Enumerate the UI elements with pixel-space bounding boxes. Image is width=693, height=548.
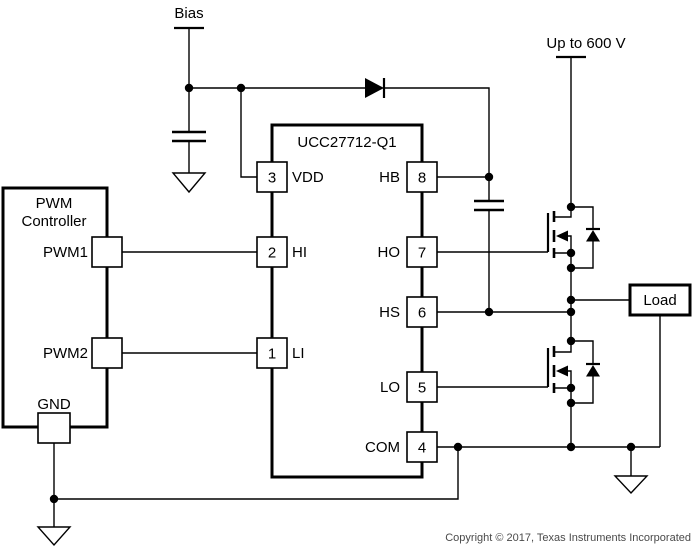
bootstrap-capacitor	[474, 199, 504, 212]
junction-dot	[484, 172, 494, 182]
bias-capacitor	[172, 130, 206, 143]
wires	[53, 28, 661, 527]
pin-number-hb: 8	[418, 170, 426, 187]
pin-box-gnd	[37, 412, 71, 444]
diode-triangle	[365, 78, 384, 98]
pin-number-com: 4	[418, 440, 426, 457]
ls-fet-body-arrow	[556, 365, 568, 377]
ground-triangle	[171, 172, 207, 194]
pwm-title-line2: Controller	[21, 213, 86, 230]
pin-name-ho: HO	[378, 244, 401, 261]
pin-number-ho: 7	[418, 245, 426, 262]
junction-dot	[566, 295, 576, 305]
pin-box-hi	[256, 236, 288, 268]
bias-label: Bias	[174, 5, 203, 22]
wire-ground-return	[54, 447, 459, 500]
hs-fet-body-diode	[571, 206, 600, 269]
junction-dot	[566, 398, 576, 408]
junction-dot	[566, 263, 576, 273]
high-side-mosfet	[546, 206, 600, 269]
pin-box-li	[256, 337, 288, 369]
junction-dot	[236, 83, 246, 93]
pin-boxes	[37, 161, 438, 463]
body-diode-triangle	[586, 365, 600, 377]
junction-dot	[484, 307, 494, 317]
body-diode-top-wire	[571, 206, 594, 230]
pwm-title-line1: PWM	[36, 195, 73, 212]
pwm2-label: PWM2	[43, 345, 88, 362]
left-ground-symbol	[36, 526, 72, 547]
pin-box-ho	[406, 236, 438, 268]
pin-box-com	[406, 431, 438, 463]
pin-number-lo: 5	[418, 380, 426, 397]
wire-vdd-feed	[240, 88, 257, 178]
bias-ground-symbol	[171, 172, 207, 194]
junction-dot	[566, 307, 576, 317]
body-diode-bottom-wire	[571, 376, 594, 404]
junction-dot	[566, 202, 576, 212]
pin-name-com: COM	[365, 439, 400, 456]
bootstrap-diode	[365, 78, 386, 98]
pin-box-hb	[406, 161, 438, 193]
body-diode-bottom-wire	[571, 241, 594, 269]
junction-dot	[566, 442, 576, 452]
load-block	[628, 283, 692, 317]
ls-fet-body-diode	[571, 340, 600, 404]
pin-name-hi: HI	[292, 244, 307, 261]
copyright-text: Copyright © 2017, Texas Instruments Inco…	[445, 532, 691, 544]
ls-fet-body-stub	[568, 370, 572, 388]
driver-ic-block	[270, 123, 424, 479]
pin-name-vdd: VDD	[292, 169, 324, 186]
pin-name-lo: LO	[380, 379, 400, 396]
pin-box-hs	[406, 296, 438, 328]
hs-fet-body-arrow	[556, 230, 568, 242]
body-diode-triangle	[586, 230, 600, 242]
junction-dots	[49, 83, 636, 504]
pin-number-li: 1	[268, 346, 276, 363]
pin-name-li: LI	[292, 345, 305, 362]
junction-dot	[49, 494, 59, 504]
load-label: Load	[643, 292, 676, 309]
pin-box-pwm2	[91, 337, 123, 369]
pin-number-hs: 6	[418, 305, 426, 322]
pin-box-vdd	[256, 161, 288, 193]
pin-box-pwm1	[91, 236, 123, 268]
pin-number-hi: 2	[268, 245, 276, 262]
pin-number-vdd: 3	[268, 170, 276, 187]
ic-title: UCC27712-Q1	[297, 134, 396, 151]
junction-dot	[566, 248, 576, 258]
body-diode-top-wire	[571, 340, 594, 365]
hv-supply-label: Up to 600 V	[546, 35, 625, 52]
pwm1-label: PWM1	[43, 244, 88, 261]
junction-dot	[626, 442, 636, 452]
ground-triangle	[613, 475, 649, 495]
pwm-controller-block	[1, 186, 109, 429]
junction-dot	[184, 83, 194, 93]
junction-dot	[566, 336, 576, 346]
hs-fet-body-stub	[568, 235, 572, 253]
junction-dot	[566, 383, 576, 393]
pin-name-hs: HS	[379, 304, 400, 321]
wire-diode-cathode-to-hb	[384, 87, 490, 177]
right-ground-symbol	[613, 475, 649, 495]
low-side-mosfet	[546, 340, 600, 404]
gnd-label: GND	[37, 396, 71, 413]
pin-box-lo	[406, 371, 438, 403]
junction-dot	[453, 442, 463, 452]
pin-name-hb: HB	[379, 169, 400, 186]
ground-triangle	[36, 526, 72, 547]
